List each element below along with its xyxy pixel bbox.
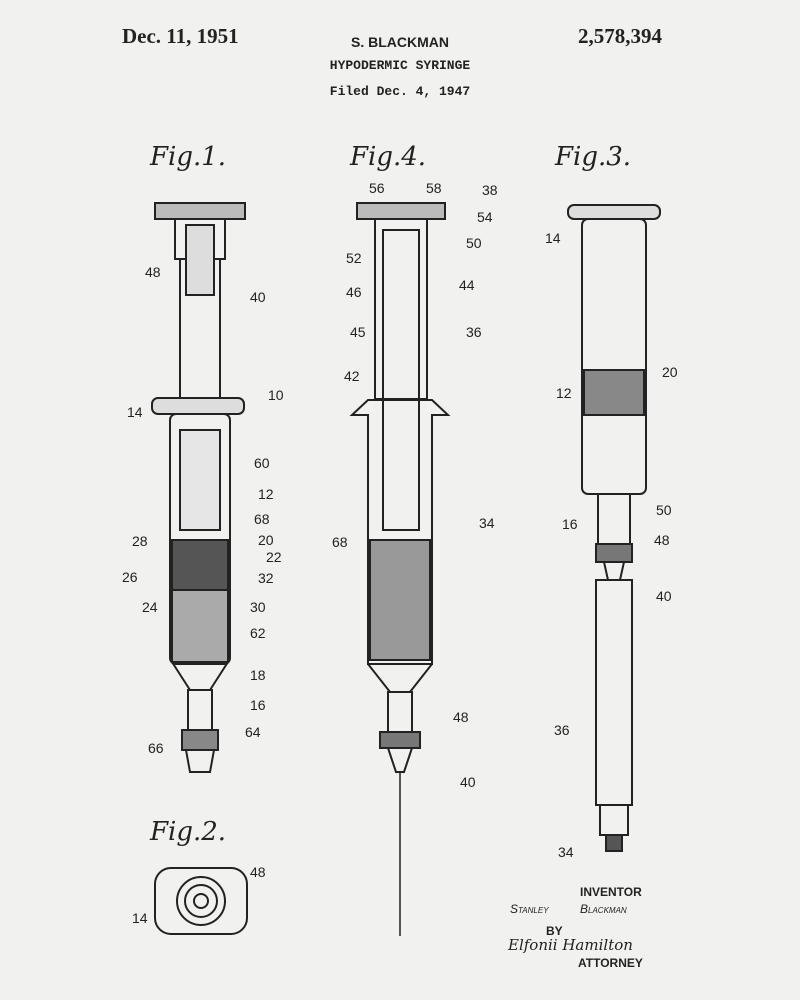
attorney-label: ATTORNEY xyxy=(578,956,643,970)
ref-26: 26 xyxy=(122,569,138,585)
inventor-label: INVENTOR xyxy=(580,885,642,899)
ref-62: 62 xyxy=(250,625,266,641)
figure-1-title: Fig.1. xyxy=(149,142,226,172)
ref-52: 52 xyxy=(346,250,362,266)
patent-date: Dec. 11, 1951 xyxy=(122,24,239,48)
ref-44: 44 xyxy=(459,277,475,293)
ref-48: 48 xyxy=(453,709,469,725)
attorney-signature: Elfonii Hamilton xyxy=(508,936,633,954)
ref-54: 54 xyxy=(477,209,493,225)
inventor-last-name: Blackman xyxy=(580,902,627,916)
ref-60: 60 xyxy=(254,455,270,471)
ref-48: 48 xyxy=(250,864,266,880)
ref-12: 12 xyxy=(258,486,274,502)
figure-3-labels: 14 20 12 16 50 48 40 36 34 xyxy=(545,230,678,860)
ref-22: 22 xyxy=(266,549,282,565)
ref-48: 48 xyxy=(654,532,670,548)
ref-14: 14 xyxy=(127,404,143,420)
figure-1: Fig.1. xyxy=(149,142,246,773)
ref-42: 42 xyxy=(344,368,360,384)
ref-68: 68 xyxy=(254,511,270,527)
ref-24: 24 xyxy=(142,599,158,615)
ref-50: 50 xyxy=(466,235,482,251)
ref-45: 45 xyxy=(350,324,366,340)
ref-34: 34 xyxy=(479,515,495,531)
figure-2: Fig.2. 48 14 xyxy=(132,817,266,935)
ref-40: 40 xyxy=(460,774,476,790)
ref-30: 30 xyxy=(250,599,266,615)
ref-16: 16 xyxy=(562,516,578,532)
patent-number: 2,578,394 xyxy=(578,24,662,48)
ref-16: 16 xyxy=(250,697,266,713)
ref-68: 68 xyxy=(332,534,348,550)
ref-56: 56 xyxy=(369,180,385,196)
ref-32: 32 xyxy=(258,570,274,586)
figure-3-title: Fig.3. xyxy=(554,142,631,172)
ref-66: 66 xyxy=(148,740,164,756)
ref-20: 20 xyxy=(662,364,678,380)
inventor-first-name: Stanley xyxy=(510,902,549,916)
ref-46: 46 xyxy=(346,284,362,300)
ref-10: 10 xyxy=(268,387,284,403)
figure-3: Fig.3. xyxy=(554,142,661,852)
ref-58: 58 xyxy=(426,180,442,196)
filed-date: Filed Dec. 4, 1947 xyxy=(329,84,471,99)
ref-36: 36 xyxy=(554,722,570,738)
ref-28: 28 xyxy=(132,533,148,549)
ref-50: 50 xyxy=(656,502,672,518)
patent-title: HYPODERMIC SYRINGE xyxy=(329,58,471,73)
ref-36: 36 xyxy=(466,324,482,340)
ref-20: 20 xyxy=(258,532,274,548)
ref-18: 18 xyxy=(250,667,266,683)
figure-4: Fig.4. xyxy=(349,142,451,936)
ref-48: 48 xyxy=(145,264,161,280)
ref-14: 14 xyxy=(545,230,561,246)
ref-14: 14 xyxy=(132,910,148,926)
ref-64: 64 xyxy=(245,724,261,740)
ref-34: 34 xyxy=(558,844,574,860)
ref-38: 38 xyxy=(482,182,498,198)
ref-40: 40 xyxy=(656,588,672,604)
figure-4-labels: 56 58 38 54 52 50 46 44 45 36 42 68 34 4… xyxy=(332,180,498,790)
figure-4-title: Fig.4. xyxy=(349,142,426,172)
inventor-name: S. BLACKMAN xyxy=(351,34,449,50)
figure-1-labels: 48 40 10 14 60 12 68 28 20 22 26 32 24 3… xyxy=(122,264,284,756)
by-label: BY xyxy=(546,924,563,938)
ref-12: 12 xyxy=(556,385,572,401)
figure-2-title: Fig.2. xyxy=(149,817,226,847)
ref-40: 40 xyxy=(250,289,266,305)
